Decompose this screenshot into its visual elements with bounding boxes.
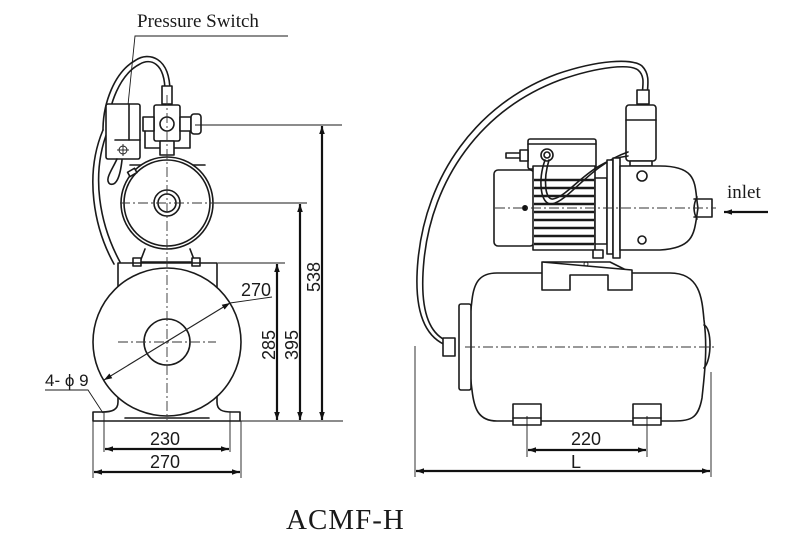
motor-shaft-dot [522,205,528,211]
dim-overall-length: L [571,452,581,472]
tank-side [442,261,711,426]
model-title: ACMF-H [286,504,405,536]
motor [493,138,629,259]
dim-tank-diameter: 270 [241,280,271,300]
pressure-switch-label: Pressure Switch [137,11,259,32]
front-view: Pressure Switch [45,11,343,478]
side-pressure-switch [625,89,657,167]
dim-mounting-holes: 4- ϕ 9 [45,371,89,390]
inlet-label: inlet [727,182,761,203]
holes-leader [45,389,104,414]
side-view: inlet 220 L [414,60,768,477]
dim-base-width: 270 [150,452,180,472]
dim-foot-spacing: 230 [150,429,180,449]
diameter-leader [229,296,273,304]
dim-height-tank: 285 [259,330,279,360]
pressure-switch [105,103,141,186]
dim-height-pump-axis: 395 [282,330,302,360]
dim-foot-spacing-side: 220 [571,429,601,449]
pressure-fitting [142,85,202,156]
pressure-switch-leader [127,35,288,106]
dim-total-height: 538 [304,262,324,292]
side-hose [416,60,649,347]
diameter-dim-line [103,302,231,381]
